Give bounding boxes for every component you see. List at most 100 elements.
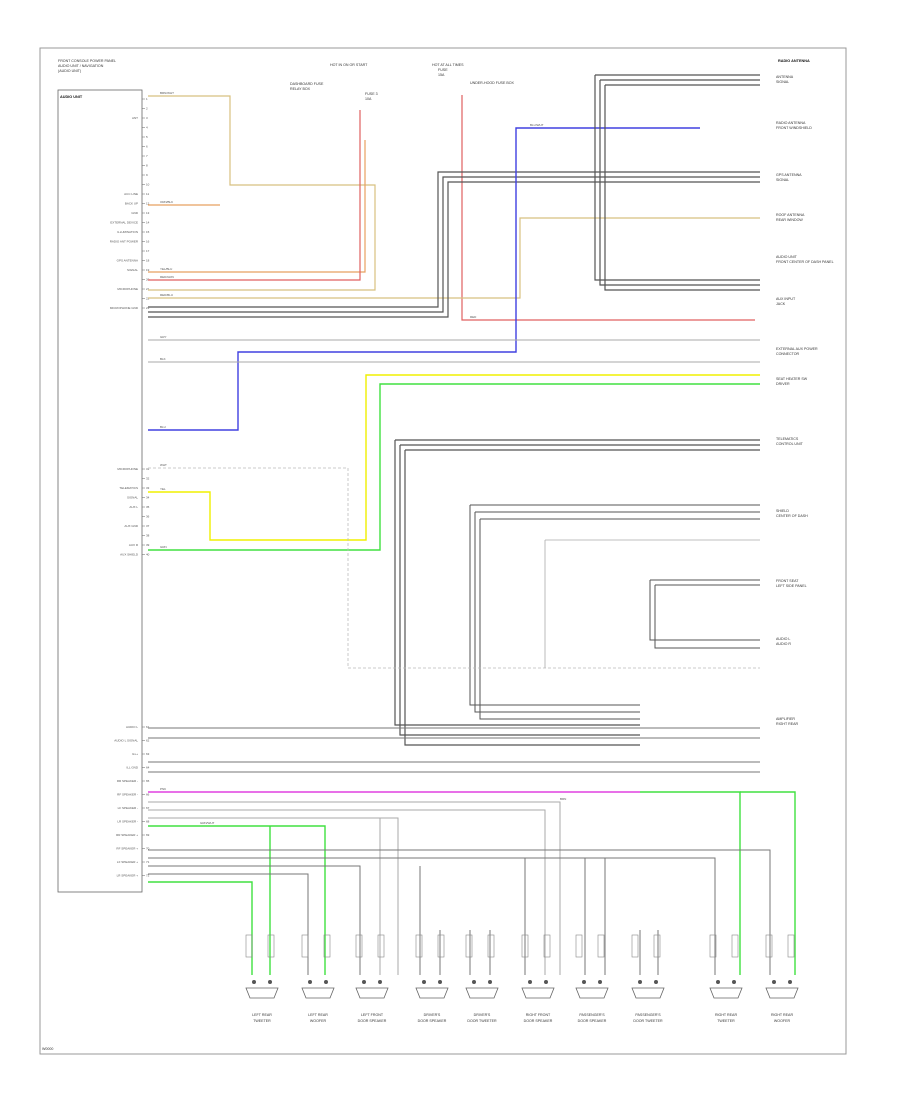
left_pins-number: 11 (146, 192, 149, 196)
right-component-sub: SIGNAL (776, 80, 789, 84)
wire-red-main (461, 95, 755, 321)
lower_pins-number: 33 (146, 486, 150, 490)
lower_pins-number: 37 (146, 524, 150, 528)
bottom_pins-number: 64 (146, 766, 150, 770)
wire-grn-right-b (740, 791, 796, 975)
lower_pins-label: AUX R (129, 543, 139, 547)
left_pins-number: 17 (146, 249, 150, 253)
speaker-sub: DOOR SPEAKER (578, 1019, 607, 1023)
wire-label-red-grn: RED/GRN (160, 275, 174, 279)
left_pins-number: 3 (146, 116, 148, 120)
speaker-sub: DOOR TWEETER (633, 1019, 663, 1023)
left_pins-number: 4 (146, 126, 148, 130)
wire-blk-gps-1 (148, 171, 760, 308)
wire-blk-ext-3 (404, 450, 640, 746)
bottom_pins-number: 63 (146, 752, 150, 756)
wire-right-v2 (599, 80, 760, 286)
bottom_pins-label: LR SPEAKER - (117, 820, 138, 824)
lower_pins-label: SIGNAL (127, 496, 138, 500)
right-component-label: ROOF ANTENNA (776, 213, 805, 217)
left_pins-number: 21 (146, 287, 150, 291)
speaker-terminal (438, 980, 442, 984)
left_pins-number: 2 (146, 107, 148, 111)
speaker-terminal (654, 980, 658, 984)
right-component-label: ANTENNA (776, 75, 794, 79)
hot-run-sub4: 10A (365, 97, 372, 101)
speaker-terminal (488, 980, 492, 984)
speaker-icon (631, 987, 665, 999)
speaker-terminal (378, 980, 382, 984)
wire-label-blu: BLU (160, 425, 166, 429)
right-component-sub: REAR WINDOW (776, 218, 803, 222)
lower_pins-number: 34 (146, 496, 150, 500)
left_pins-label: SIGNAL (127, 268, 138, 272)
speaker-terminal (772, 980, 776, 984)
wire-label-blu-wht: BLU/WHT (530, 123, 544, 127)
speaker-terminal (252, 980, 256, 984)
speaker-connector (575, 934, 583, 958)
wire-label-wht: WHT (160, 463, 167, 467)
speaker-name: LEFT REAR (308, 1013, 328, 1017)
lower_pins-number: 35 (146, 505, 150, 509)
fuse-block-sub1: FUSE (438, 68, 448, 72)
left_pins-label: MICROPHONE (117, 287, 138, 291)
left_pins-number: 18 (146, 259, 150, 263)
bottom_pins-label: LF SPEAKER + (117, 860, 138, 864)
bottom_pins-number: 70 (146, 847, 150, 851)
left_pins-label: MICROPHONE GND (110, 306, 139, 310)
speaker-connector (437, 934, 445, 958)
wire-right-v1 (594, 75, 760, 281)
wire-spk-blk-4 (148, 873, 309, 975)
speaker-name: LEFT REAR (252, 1013, 272, 1017)
lower_pins-label: TELEMATICS (119, 486, 138, 490)
audio-unit-label: AUDIO UNIT (60, 95, 83, 99)
speaker-icon (465, 987, 499, 999)
lower_pins-number: 36 (146, 515, 150, 519)
left_pins-number: 9 (146, 173, 148, 177)
speaker-connector (765, 934, 773, 958)
speaker-name: RIGHT FRONT (526, 1013, 551, 1017)
wire-gry-dash (148, 467, 760, 669)
wire-right-v3 (604, 85, 760, 291)
wire-label-grn-wht: GRN/WHT (200, 821, 214, 825)
speaker-sub: WOOFER (310, 1019, 327, 1023)
wire-spk-blk-2 (148, 857, 716, 975)
speaker-name: LEFT FRONT (361, 1013, 384, 1017)
lower_pins-number: 31 (146, 467, 150, 471)
right-component-sub: FRONT WINDSHIELD (776, 126, 812, 130)
speaker-name: DRIVER'S (474, 1013, 491, 1017)
speaker-icon (709, 987, 743, 999)
bottom_pins-number: 67 (146, 806, 150, 810)
bottom_pins-number: 61 (146, 725, 150, 729)
speaker-connector (355, 934, 363, 958)
wire-grn-aux (148, 383, 760, 551)
wire-blk-shield-v3 (479, 519, 640, 720)
speaker-terminal (716, 980, 720, 984)
wire-label-yel: YEL (160, 487, 166, 491)
wire-seat-1 (649, 580, 760, 641)
wires (148, 74, 796, 975)
speaker-connector (267, 934, 275, 958)
left_pins-number: 10 (146, 183, 150, 187)
right-component-label: GPS ANTENNA (776, 173, 802, 177)
left_pins-label: ILLUMINATION (117, 230, 138, 234)
bottom_pins-number: 62 (146, 739, 150, 743)
speaker-name: RIGHT REAR (715, 1013, 738, 1017)
speaker-connector (709, 934, 717, 958)
lower_pins-number: 38 (146, 534, 150, 538)
speaker-terminal (324, 980, 328, 984)
bottom_pins-label: AUDIO L (126, 725, 138, 729)
left_pins-number: 16 (146, 240, 150, 244)
left_pins-label: GPS ANTENNA (117, 259, 138, 263)
right-component-sub: JACK (776, 302, 786, 306)
speaker-connector (301, 934, 309, 958)
fuse-block-sub3: UNDER-HOOD FUSE BOX (470, 81, 515, 85)
left_pins-label: ACC LINE (124, 192, 138, 196)
speaker-icon (415, 987, 449, 999)
bottom_pins-number: 68 (146, 820, 150, 824)
